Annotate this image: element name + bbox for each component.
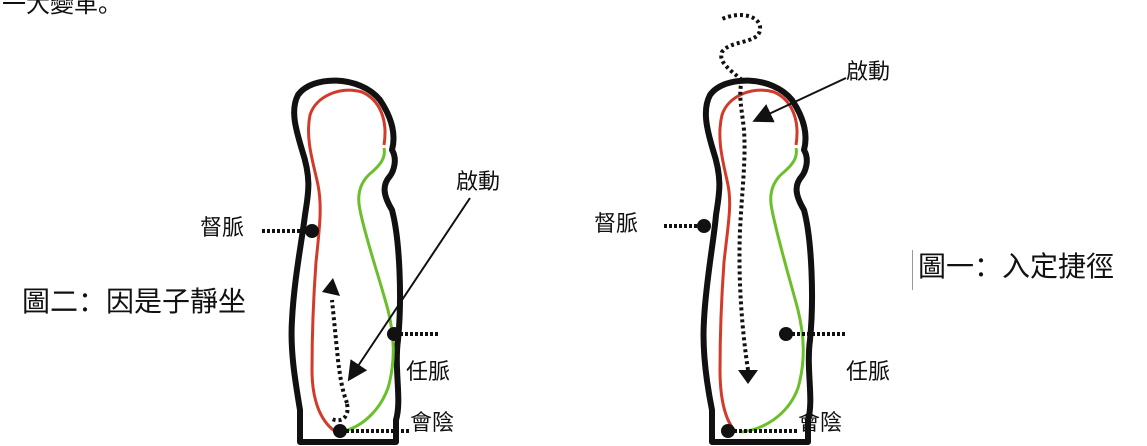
left-huiyin-point xyxy=(333,424,347,438)
right-flow-spiral xyxy=(720,15,760,80)
right-huiyin-point xyxy=(721,424,735,438)
right-du-point xyxy=(697,219,711,233)
left-flow-arrowhead xyxy=(322,278,340,296)
left-figure xyxy=(262,81,470,442)
left-du-point xyxy=(305,224,319,238)
left-qidong-arrow xyxy=(350,198,470,378)
right-ren-point xyxy=(779,327,793,341)
left-ren-point xyxy=(387,327,401,341)
right-flow-path xyxy=(739,80,748,370)
right-figure xyxy=(664,15,846,442)
left-flow-path xyxy=(332,300,347,403)
right-flow-arrowhead xyxy=(738,370,758,384)
left-flow-bottom xyxy=(330,404,348,420)
